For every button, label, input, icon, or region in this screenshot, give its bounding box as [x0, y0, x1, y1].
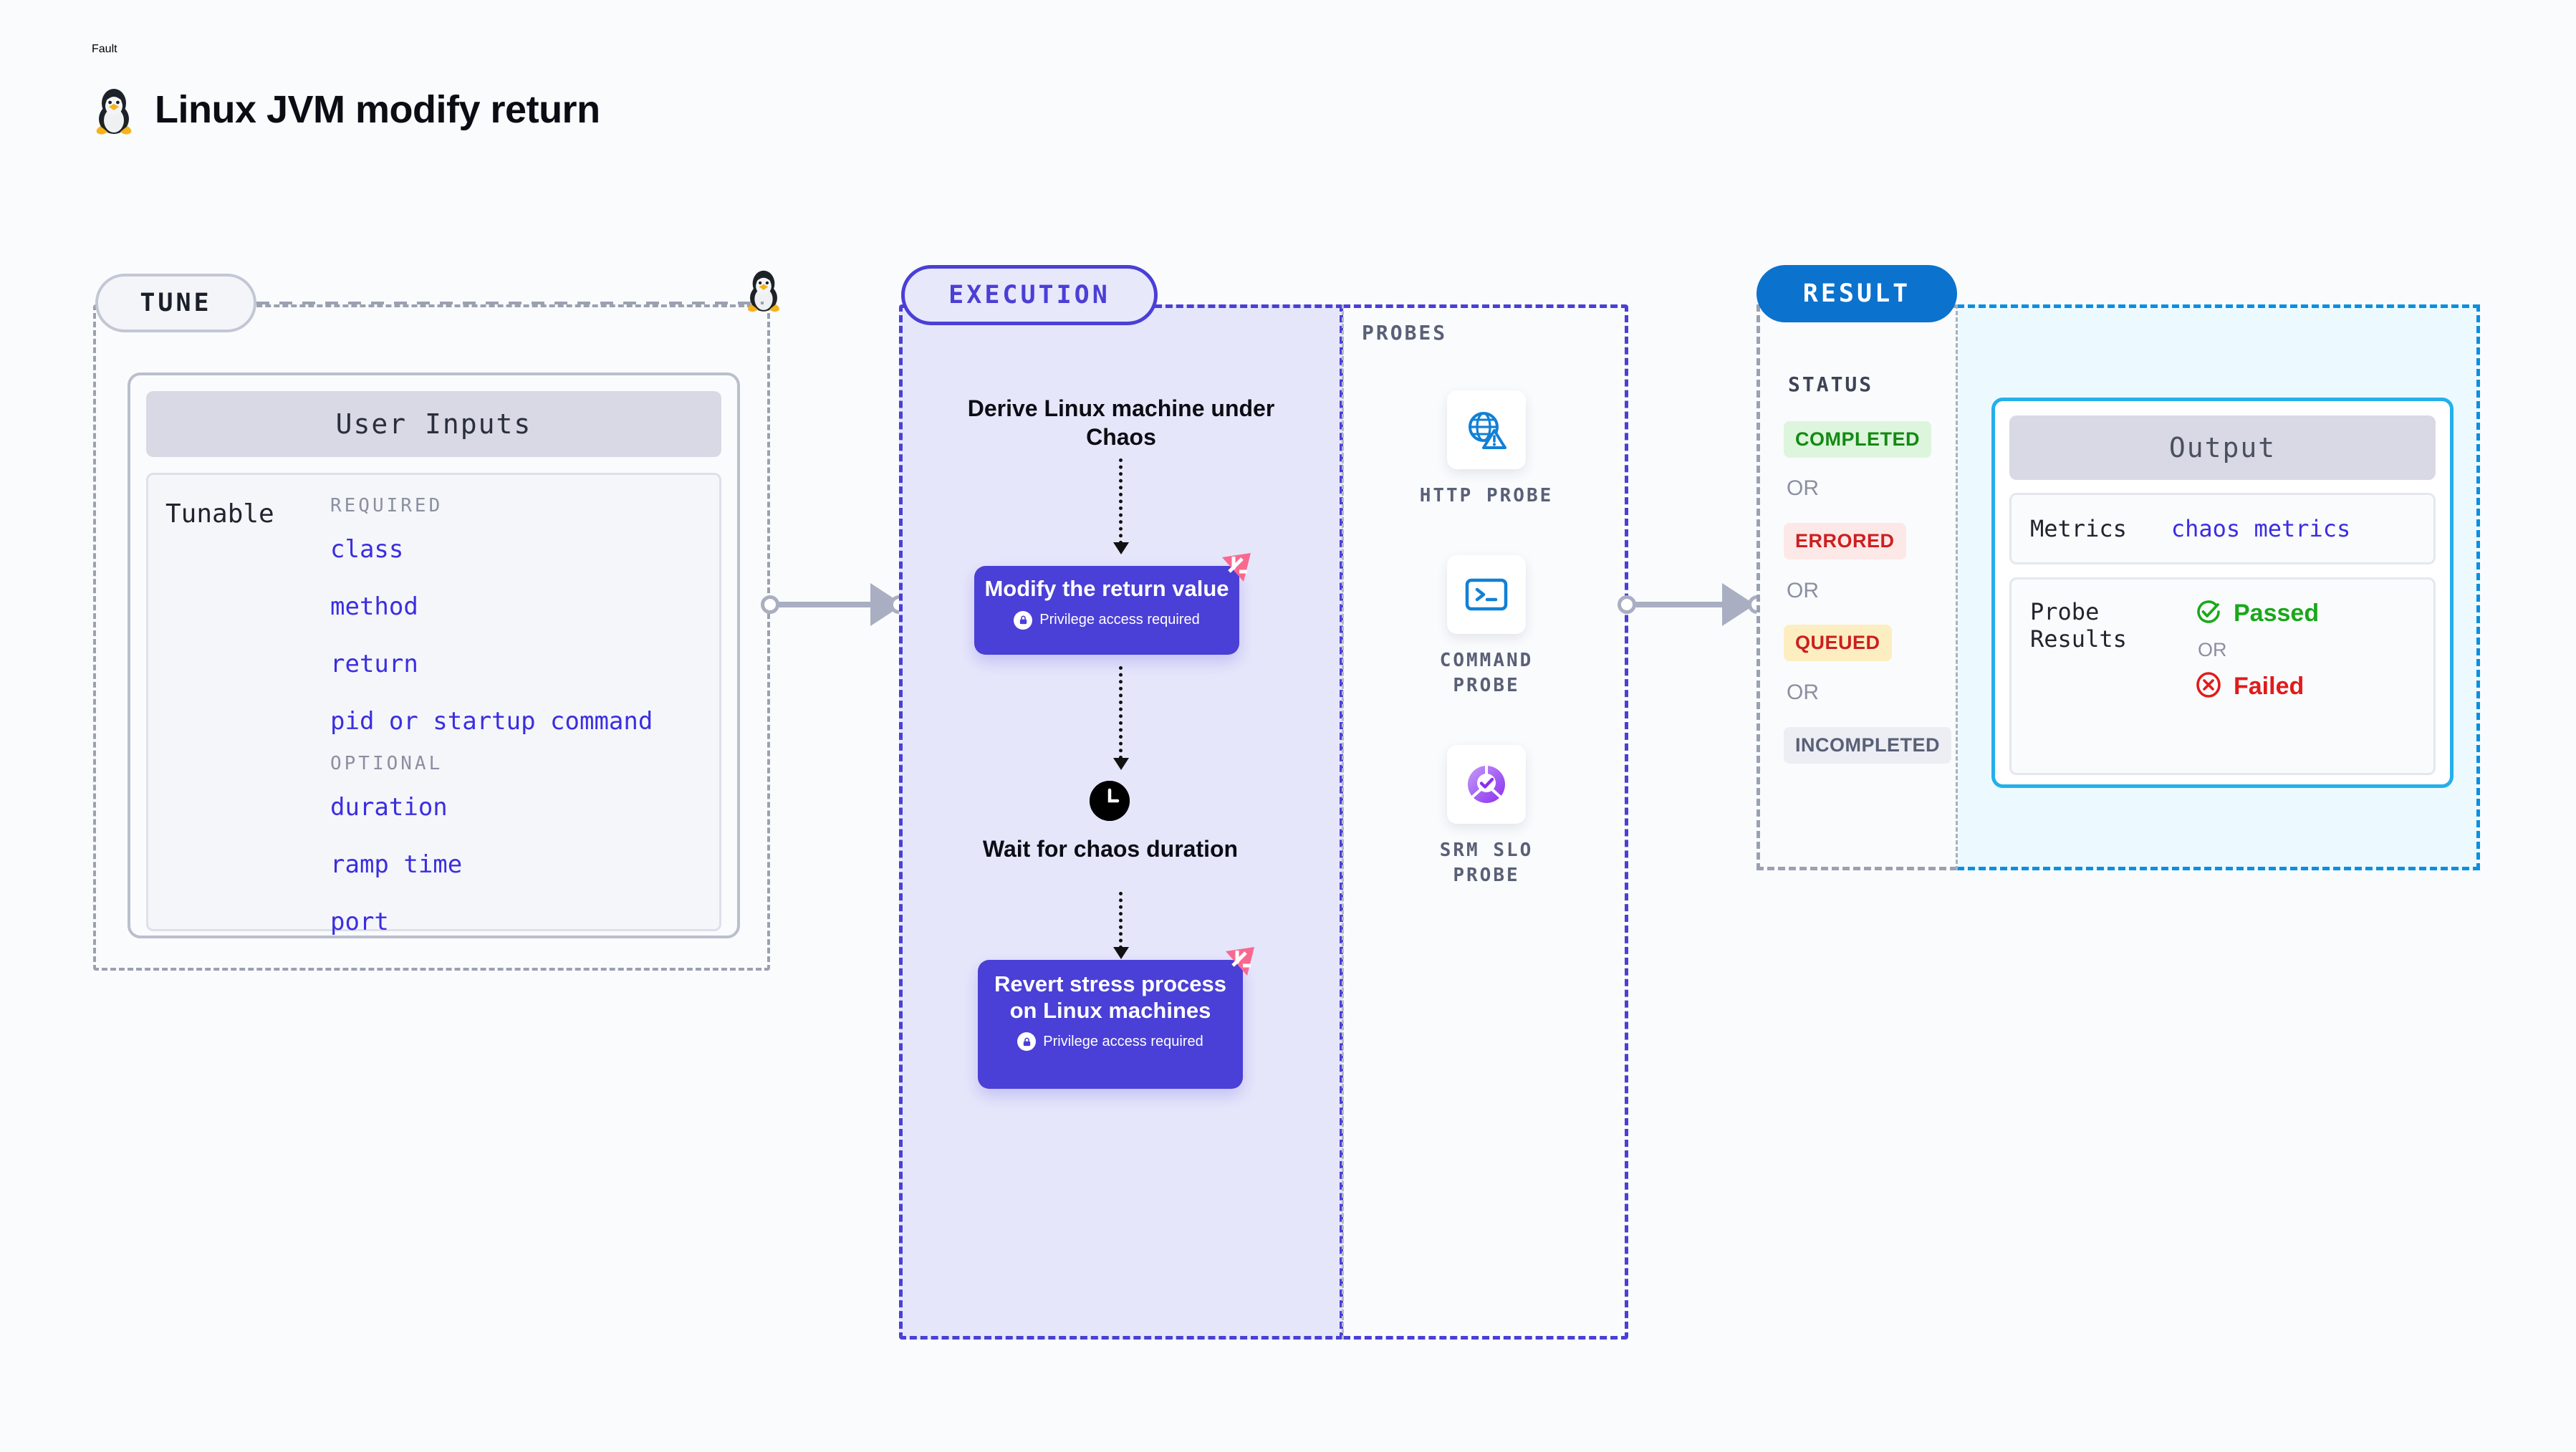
flow-connector-1	[1119, 458, 1123, 544]
tunable-item-ramp-time[interactable]: ramp time	[330, 850, 463, 879]
probe-result-or: OR	[2198, 639, 2227, 660]
flow-arrowhead-1	[1113, 542, 1129, 554]
check-circle-icon	[2195, 598, 2222, 629]
x-circle-icon	[2195, 671, 2222, 702]
status-badge-errored: ERRORED	[1784, 523, 1906, 559]
metrics-key-label: Metrics	[2030, 514, 2127, 542]
modify-card-title: Modify the return value	[984, 576, 1229, 601]
globe-warning-icon	[1447, 390, 1526, 469]
flow-arrowhead-2	[1113, 758, 1129, 770]
tunable-item-return[interactable]: return	[330, 650, 418, 678]
wait-for-chaos-duration-node: Wait for chaos duration	[982, 836, 1239, 862]
litmus-chaos-icon	[1221, 944, 1259, 982]
revert-card-title: Revert stress process on Linux machines	[994, 971, 1226, 1023]
fault-kicker-label: Fault	[92, 43, 117, 55]
tunable-item-class[interactable]: class	[330, 535, 404, 564]
flow-arrowhead-3	[1113, 947, 1129, 959]
status-badge-completed: COMPLETED	[1784, 421, 1932, 458]
tunable-item-method[interactable]: method	[330, 592, 418, 621]
tunable-label: Tunable	[165, 499, 274, 529]
probes-title: PROBES	[1362, 321, 1448, 345]
connector-execution-to-result	[1626, 602, 1741, 607]
linux-penguin-icon	[92, 85, 136, 135]
litmus-chaos-icon	[1218, 550, 1255, 588]
terminal-icon	[1447, 555, 1526, 634]
probe-result-passed: Passed	[2195, 598, 2319, 629]
probe-result-failed: Failed	[2195, 671, 2319, 702]
modify-card-privilege-text: Privilege access required	[1039, 612, 1200, 628]
lock-icon	[1014, 610, 1033, 630]
derive-machine-node: Derive Linux machine under Chaos	[967, 395, 1275, 450]
page-title: Linux JVM modify return	[155, 88, 600, 131]
flow-connector-3	[1119, 892, 1123, 949]
probe-results-values: Passed OR Failed	[2195, 598, 2319, 773]
tune-stage-badge: TUNE	[95, 274, 256, 332]
linux-penguin-marker-icon	[744, 266, 784, 312]
required-group-label: REQUIRED	[330, 495, 443, 516]
tunable-item-port[interactable]: port	[330, 908, 389, 936]
probes-panel-divider	[1342, 304, 1344, 1340]
status-title: STATUS	[1788, 372, 1874, 396]
flow-connector-2	[1119, 666, 1123, 759]
status-or-1: OR	[1787, 476, 1819, 500]
status-or-3: OR	[1787, 681, 1819, 704]
probe-label-http: HTTP PROBE	[1419, 485, 1554, 506]
probe-label-command: COMMAND PROBE	[1439, 650, 1534, 697]
tunable-list: REQUIRED class method return pid or star…	[330, 495, 702, 936]
clock-icon	[1090, 781, 1130, 821]
revert-card-privilege-text: Privilege access required	[1043, 1033, 1203, 1049]
probe-tile-command[interactable]: COMMAND PROBE	[1404, 555, 1569, 698]
status-badge-incompleted: INCOMPLETED	[1784, 727, 1952, 764]
tunable-item-duration[interactable]: duration	[330, 793, 448, 822]
result-panel	[1756, 304, 1957, 870]
modify-card-privilege-row: Privilege access required	[974, 610, 1239, 630]
connector-tune-to-execution	[770, 602, 888, 607]
status-badge-queued: QUEUED	[1784, 625, 1892, 661]
output-card-title: Output	[2009, 415, 2436, 480]
metrics-value-link[interactable]: chaos metrics	[2171, 515, 2351, 542]
result-output-divider	[1956, 304, 1958, 870]
probe-label-srm-slo: SRM SLO PROBE	[1439, 840, 1534, 887]
connector-dot-probes	[1618, 595, 1636, 614]
revert-stress-process-card[interactable]: Revert stress process on Linux machines …	[978, 947, 1254, 1089]
optional-group-label: OPTIONAL	[330, 753, 443, 774]
probe-results-key-label: Probe Results	[2030, 598, 2127, 653]
slo-donut-check-icon	[1447, 745, 1526, 824]
metrics-row: Metrics chaos metrics	[2009, 493, 2436, 564]
tunable-box: Tunable REQUIRED class method return pid…	[146, 473, 721, 936]
status-or-2: OR	[1787, 579, 1819, 602]
revert-card-privilege-row: Privilege access required	[978, 1032, 1243, 1052]
user-inputs-title: User Inputs	[146, 391, 721, 457]
lock-icon	[1017, 1032, 1037, 1052]
probe-results-row: Probe Results Passed OR	[2009, 577, 2436, 775]
modify-return-value-card[interactable]: Modify the return value Privilege access…	[974, 553, 1251, 655]
connector-dot-tune	[761, 595, 779, 614]
output-card: Output Metrics chaos metrics Probe Resul…	[1991, 398, 2454, 788]
user-inputs-card: User Inputs Tunable REQUIRED class metho…	[128, 372, 740, 938]
fault-title-row: Linux JVM modify return	[92, 85, 600, 135]
probe-tile-srm-slo[interactable]: SRM SLO PROBE	[1404, 745, 1569, 888]
page-header: Fault Linux JVM modify return	[92, 43, 600, 135]
result-stage-badge: RESULT	[1756, 265, 1957, 322]
probe-result-failed-label: Failed	[2234, 673, 2305, 700]
probe-tile-http[interactable]: HTTP PROBE	[1404, 390, 1569, 509]
execution-stage-badge: EXECUTION	[901, 265, 1158, 325]
tune-panel	[93, 304, 770, 971]
tunable-item-pid-or-startup-command[interactable]: pid or startup command	[330, 707, 653, 736]
probe-result-passed-label: Passed	[2234, 600, 2320, 627]
